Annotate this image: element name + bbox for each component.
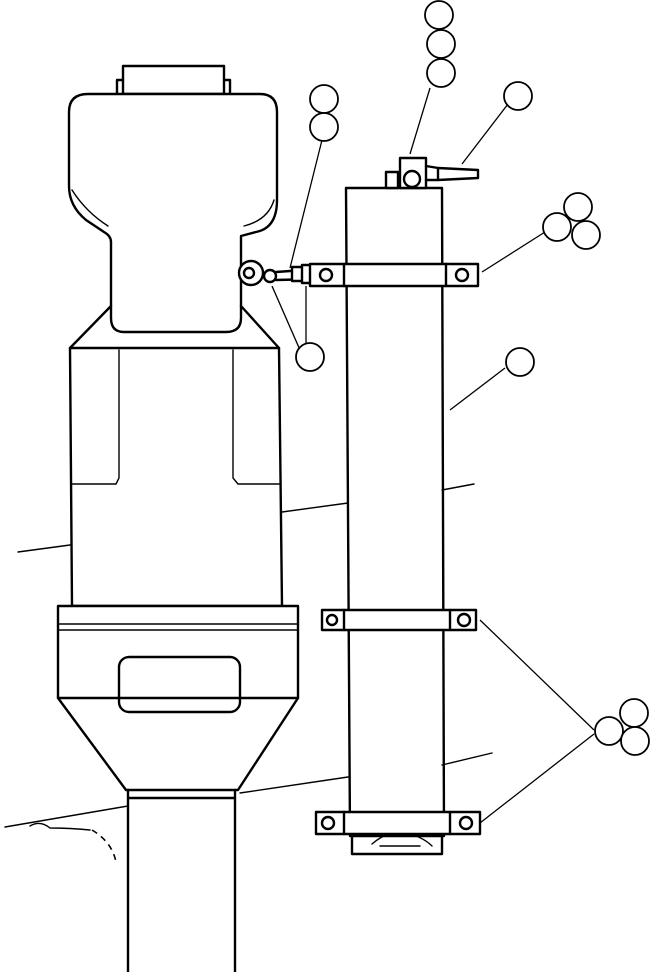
leader-line [289, 139, 323, 269]
clamp-band-top [308, 262, 480, 288]
upper-tank-shading [71, 189, 275, 227]
callout [619, 698, 649, 728]
main-body [68, 346, 284, 608]
right-assembly [308, 156, 482, 856]
callout-circle [571, 220, 601, 250]
mount-eye [237, 259, 265, 287]
clamp-bolt-middle-right [456, 612, 472, 628]
callout [424, 0, 454, 30]
callout [571, 220, 601, 250]
callout [620, 726, 650, 756]
vent-hose [436, 166, 480, 182]
leader-lines [271, 87, 595, 824]
callout-circle [542, 212, 572, 242]
lower-collar [56, 604, 300, 700]
clamp-bolt-top-right [454, 267, 470, 283]
callout [309, 84, 339, 114]
clamp-band-bottom [314, 810, 482, 836]
clamp-bolt-bottom-left [320, 815, 336, 831]
bottom-funnel [56, 696, 300, 792]
leader-line [479, 619, 595, 731]
leader-line [409, 87, 431, 155]
collar-window [117, 655, 242, 714]
tank-cap [121, 64, 226, 96]
frame-line [281, 502, 349, 513]
leader-line [271, 285, 301, 351]
callout-circle [594, 716, 624, 746]
frame-line [441, 752, 493, 766]
transition-cone [68, 304, 281, 350]
frame-line [239, 776, 349, 794]
frame-line [4, 805, 129, 828]
callout-circle [563, 192, 593, 222]
frame-edge [29, 822, 91, 831]
frame-lines [4, 483, 493, 863]
clamp-bolt-bottom-right [458, 815, 474, 831]
callout-circle [426, 29, 456, 59]
frame-line [17, 544, 71, 553]
callout-circle [424, 0, 454, 30]
callout-circle [619, 698, 649, 728]
callout [426, 29, 456, 59]
callouts [295, 0, 650, 756]
clamp-bolt-middle-left [325, 613, 339, 627]
clamp-band-top-lugs [342, 262, 448, 288]
upper-tank [67, 92, 279, 334]
mount-bolt-washer [262, 268, 278, 284]
callout [503, 81, 533, 111]
callout [542, 212, 572, 242]
callout-circle [309, 112, 339, 142]
valve-fitting [384, 170, 400, 190]
callout-circle [309, 84, 339, 114]
clamp-band-bottom-lugs [342, 810, 452, 836]
callout-circle [295, 342, 325, 372]
callout [426, 58, 456, 88]
outlet-pipe [126, 788, 237, 972]
callout-circle [620, 726, 650, 756]
callout-circle [503, 81, 533, 111]
leader-line [479, 733, 595, 824]
callout [505, 347, 535, 377]
hidden-edge [91, 829, 117, 863]
callout [594, 716, 624, 746]
main-body-panel [71, 349, 280, 485]
valve-knob [402, 169, 422, 189]
callout-circle [505, 347, 535, 377]
callout [563, 192, 593, 222]
canister-base [350, 834, 444, 856]
frame-line [441, 483, 475, 491]
clamp-bolt-top-left [318, 267, 334, 283]
callout-circle [426, 58, 456, 88]
leader-line [449, 367, 506, 411]
left-assembly [56, 64, 320, 972]
callout [295, 342, 325, 372]
tank-cap-shoulders [115, 78, 232, 96]
clamp-band-middle-lugs [342, 608, 452, 632]
callout [309, 112, 339, 142]
mount-bolt-head [242, 266, 256, 280]
valve-outlet [424, 164, 440, 182]
clamp-band-middle [320, 608, 478, 632]
leader-line [461, 103, 509, 165]
collar-bands [57, 623, 299, 631]
leader-line [481, 231, 546, 273]
